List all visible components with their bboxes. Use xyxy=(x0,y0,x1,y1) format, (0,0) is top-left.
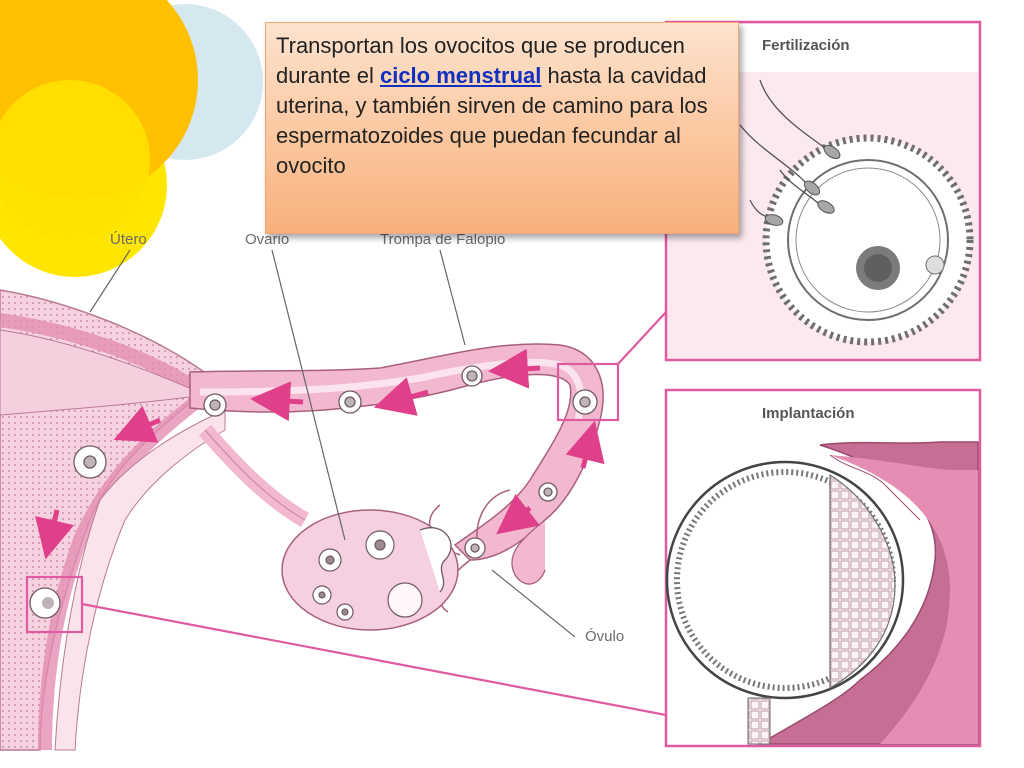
uterus-endometrium xyxy=(0,313,217,751)
label-trompa-de-falopio: Trompa de Falopio xyxy=(380,231,506,248)
callout-text-before: Transportan los ovocitos que se producen… xyxy=(276,33,685,88)
callout-text-box: Transportan los ovocitos que se producen… xyxy=(265,22,739,234)
movement-arrows xyxy=(35,348,605,560)
label-ovulo: Óvulo xyxy=(585,628,625,645)
implantation-panel xyxy=(664,388,982,748)
callout-text-after: hasta la cavidad uterina, y también sirv… xyxy=(276,62,708,178)
ova-in-tube xyxy=(73,365,598,559)
decor-circle-yellow-front xyxy=(0,80,150,240)
label-ovario: Ovario xyxy=(245,231,290,248)
label-leader-lines xyxy=(89,249,576,638)
ciclo-menstrual-link[interactable]: ciclo menstrual xyxy=(379,62,542,88)
fertilization-title: Fertilización xyxy=(762,37,850,54)
highlight-connectors xyxy=(25,311,667,717)
implantation-title: Implantación xyxy=(762,405,855,422)
ovary-follicles xyxy=(312,530,423,621)
label-utero: Útero xyxy=(110,231,147,248)
uterus-inner-layer xyxy=(54,409,226,751)
